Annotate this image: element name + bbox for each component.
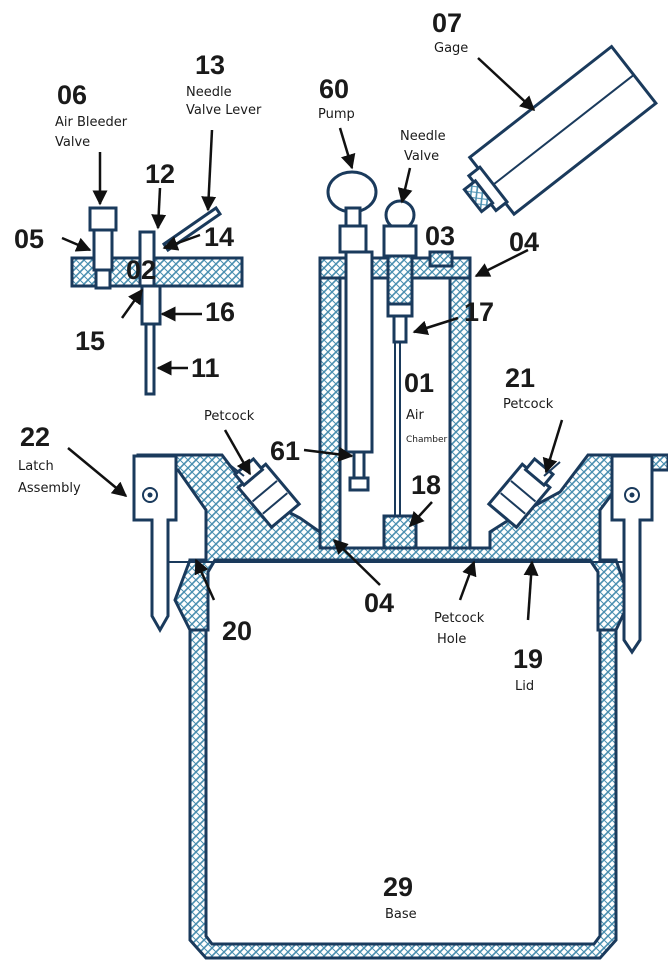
arrow-61 (303, 446, 354, 462)
label-12-number: 12 (145, 159, 175, 189)
label-11-number: 11 (191, 353, 220, 383)
label-17-number: 17 (464, 297, 494, 327)
arrow-pump (338, 127, 356, 170)
label-61-number: 61 (270, 436, 300, 466)
label-16-number: 16 (205, 297, 235, 327)
arrow-15 (120, 288, 144, 319)
label-19-number: 19 (513, 644, 543, 674)
arrow-12 (151, 187, 167, 230)
label-60-number: 60 (319, 74, 349, 104)
label-04-top-number: 04 (509, 227, 539, 257)
arrow-latch (67, 447, 128, 497)
label-needle-valve-lever-line1: Needle (186, 85, 232, 100)
arrow-petcock-right (542, 419, 564, 474)
air-bleeder-assembly (70, 205, 244, 396)
arrow-petcock-left (223, 429, 252, 476)
latch-right (610, 454, 654, 655)
label-07-number: 07 (432, 8, 462, 38)
arrow-needle-valve-lever (201, 129, 217, 212)
label-pump-caption: Pump (318, 107, 355, 122)
arrow-needle-valve (397, 167, 413, 204)
label-needle-valve-line2: Valve (404, 149, 439, 164)
label-06-number: 06 (57, 80, 87, 110)
label-29-number: 29 (383, 872, 413, 902)
arrow-gage (477, 57, 536, 112)
label-petcock-right-caption: Petcock (503, 397, 554, 412)
label-gage-caption: Gage (434, 41, 468, 56)
label-latch-line2: Assembly (18, 481, 81, 496)
label-lid-caption: Lid (515, 679, 534, 694)
label-04-bottom-number: 04 (364, 588, 394, 618)
label-01-number: 01 (404, 368, 434, 398)
label-petcock-hole-line2: Hole (437, 632, 466, 647)
label-needle-valve-line1: Needle (400, 129, 446, 144)
label-03-number: 03 (425, 221, 455, 251)
label-22-number: 22 (20, 422, 50, 452)
label-05-number: 05 (14, 224, 44, 254)
pump (326, 170, 378, 492)
label-air-chamber-line1: Air (406, 408, 425, 423)
label-21-number: 21 (505, 363, 535, 393)
arrow-20 (194, 558, 216, 601)
arrow-petcock-hole (458, 560, 477, 601)
needle-valve-assembly (382, 199, 418, 550)
label-13-number: 13 (195, 50, 225, 80)
label-air-bleeder-line2: Valve (55, 135, 90, 150)
gage (428, 44, 658, 268)
label-latch-line1: Latch (18, 459, 54, 474)
arrow-05 (61, 236, 92, 252)
label-petcock-left-caption: Petcock (204, 409, 255, 424)
arrow-14 (162, 233, 201, 251)
latch-left (132, 454, 178, 634)
label-14-number: 14 (204, 222, 234, 252)
arrow-04-top (474, 248, 529, 278)
label-petcock-hole-line1: Petcock (434, 611, 485, 626)
label-base-caption: Base (385, 907, 417, 922)
label-needle-valve-lever-line2: Valve Lever (186, 103, 262, 118)
arrow-17 (412, 316, 459, 336)
label-02-number: 02 (126, 255, 156, 285)
arrow-04-bottom (332, 538, 381, 586)
label-air-chamber-line2: Chamber (406, 435, 448, 445)
arrow-18 (408, 501, 433, 528)
label-18-number: 18 (411, 470, 441, 500)
labels: 07 Gage 13 Needle Valve Lever 60 Pump Ne… (14, 8, 554, 922)
label-air-bleeder-line1: Air Bleeder (55, 115, 128, 130)
leader-arrows (61, 57, 564, 621)
label-20-number: 20 (222, 616, 252, 646)
arrow-lid (523, 560, 539, 621)
label-15-number: 15 (75, 326, 105, 356)
